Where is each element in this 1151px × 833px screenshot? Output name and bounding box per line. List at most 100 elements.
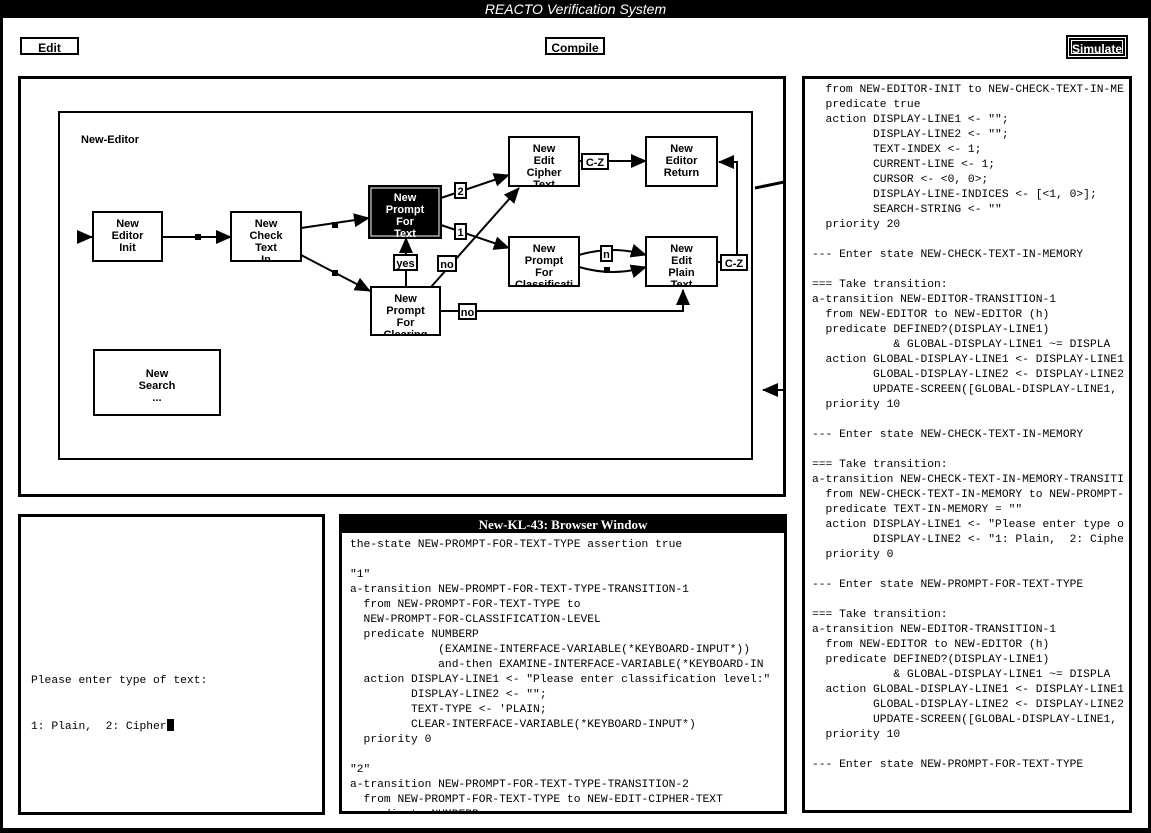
trace-line: predicate TEXT-IN-MEMORY = "" bbox=[812, 504, 1023, 516]
browser-line: action DISPLAY-LINE1 <- "Please enter cl… bbox=[350, 674, 771, 686]
trace-line: a-transition NEW-EDITOR-TRANSITION-1 bbox=[812, 624, 1057, 636]
trace-line: === Take transition: bbox=[812, 609, 948, 621]
console-line-1: Please enter type of text: bbox=[31, 675, 208, 687]
trace-line bbox=[812, 263, 1124, 278]
edit-button[interactable]: Edit bbox=[20, 37, 79, 55]
trace-line: CURRENT-LINE <- 1; bbox=[812, 159, 996, 171]
state-prompt-clearing[interactable]: NewPromptForClearing bbox=[370, 286, 441, 341]
trace-line: CURSOR <- <0, 0>; bbox=[812, 174, 989, 186]
svg-text:no: no bbox=[440, 259, 454, 271]
trace-line bbox=[812, 743, 1124, 758]
trace-line: priority 10 bbox=[812, 729, 901, 741]
edge-label-cz-right[interactable]: C-Z bbox=[720, 254, 748, 271]
state-label-line: New bbox=[394, 293, 417, 305]
trace-line: === Take transition: bbox=[812, 279, 948, 291]
state-container-label: New-Editor bbox=[81, 134, 140, 146]
state-label-line: Editor bbox=[666, 155, 698, 167]
trace-line: UPDATE-SCREEN([GLOBAL-DISPLAY-LINE1, bbox=[812, 384, 1118, 396]
state-label-line: New bbox=[394, 192, 417, 204]
state-label-line: Clearing bbox=[383, 329, 427, 341]
trace-line: action GLOBAL-DISPLAY-LINE1 <- DISPLAY-L… bbox=[812, 354, 1124, 366]
svg-text:yes: yes bbox=[396, 258, 414, 270]
browser-line: CLEAR-INTERFACE-VARIABLE(*KEYBOARD-INPUT… bbox=[350, 719, 696, 731]
trace-line: from NEW-EDITOR to NEW-EDITOR (h) bbox=[812, 309, 1050, 321]
trace-line bbox=[812, 413, 1124, 428]
browser-line: predicate NUMBERP bbox=[350, 629, 479, 641]
simulation-trace-content[interactable]: from NEW-EDITOR-INIT to NEW-CHECK-TEXT-I… bbox=[812, 83, 1124, 773]
state-label-line: Text bbox=[671, 279, 693, 291]
trace-line: === Take transition: bbox=[812, 459, 948, 471]
state-label-line: ... bbox=[152, 392, 161, 404]
edge-label-n[interactable]: n bbox=[600, 245, 613, 262]
browser-line: and-then EXAMINE-INTERFACE-VARIABLE(*KEY… bbox=[350, 659, 764, 671]
state-label-line: For bbox=[396, 216, 414, 228]
trace-line: GLOBAL-DISPLAY-LINE2 <- DISPLAY-LINE2 bbox=[812, 369, 1124, 381]
trace-line: & GLOBAL-DISPLAY-LINE1 ~= DISPLA bbox=[812, 339, 1111, 351]
console-pane[interactable]: Please enter type of text: 1: Plain, 2: … bbox=[18, 514, 325, 815]
state-label-line: Plain bbox=[668, 267, 695, 279]
simulation-trace-pane[interactable]: from NEW-EDITOR-INIT to NEW-CHECK-TEXT-I… bbox=[802, 76, 1132, 813]
browser-line: "2" bbox=[350, 764, 371, 776]
trace-line: a-transition NEW-CHECK-TEXT-IN-MEMORY-TR… bbox=[812, 474, 1124, 486]
browser-line: DISPLAY-LINE2 <- ""; bbox=[350, 689, 547, 701]
browser-line: "1" bbox=[350, 569, 371, 581]
trace-line: DISPLAY-LINE-INDICES <- [<1, 0>]; bbox=[812, 189, 1097, 201]
state-label-line: Text bbox=[394, 228, 416, 240]
trace-line: predicate DEFINED?(DISPLAY-LINE1) bbox=[812, 324, 1050, 336]
trace-line: TEXT-INDEX <- 1; bbox=[812, 144, 982, 156]
trace-line: DISPLAY-LINE2 <- ""; bbox=[812, 129, 1009, 141]
state-label-line: Edit bbox=[534, 155, 555, 167]
state-search[interactable]: NewSearch... bbox=[93, 349, 221, 416]
edge-label-cz-top[interactable]: C-Z bbox=[581, 153, 609, 170]
state-label-line: Prompt bbox=[525, 255, 564, 267]
edge-label-1[interactable]: 1 bbox=[454, 223, 467, 240]
edge-exit-right bbox=[754, 180, 783, 190]
state-label-line: New bbox=[670, 243, 693, 255]
browser-line: from NEW-PROMPT-FOR-TEXT-TYPE to NEW-EDI… bbox=[350, 794, 723, 806]
browser-line: a-transition NEW-PROMPT-FOR-TEXT-TYPE-TR… bbox=[350, 584, 689, 596]
console-input-text: 1: Plain, 2: Cipher bbox=[31, 721, 167, 733]
compile-button[interactable]: Compile bbox=[545, 37, 605, 55]
browser-line: (EXAMINE-INTERFACE-VARIABLE(*KEYBOARD-IN… bbox=[350, 644, 750, 656]
edge-label-no-up[interactable]: no bbox=[437, 255, 457, 272]
console-line-2[interactable]: 1: Plain, 2: Cipher bbox=[31, 719, 207, 735]
edge-midpoint bbox=[332, 270, 338, 276]
browser-line: NEW-PROMPT-FOR-CLASSIFICATION-LEVEL bbox=[350, 614, 601, 626]
state-label-line: Return bbox=[664, 167, 700, 179]
edge-label-no-right[interactable]: no bbox=[458, 303, 477, 320]
edge-prompt-text-to-cipher bbox=[440, 173, 510, 199]
browser-line bbox=[350, 748, 770, 763]
edge-midpoint bbox=[604, 267, 610, 273]
state-label-line: For bbox=[397, 317, 415, 329]
edge-midpoint bbox=[195, 234, 201, 240]
svg-text:C-Z: C-Z bbox=[725, 258, 744, 270]
trace-line: priority 20 bbox=[812, 219, 901, 231]
svg-text:n: n bbox=[603, 249, 610, 261]
browser-content[interactable]: the-state NEW-PROMPT-FOR-TEXT-TYPE asser… bbox=[350, 538, 771, 811]
simulate-button[interactable]: Simulate bbox=[1066, 35, 1128, 59]
state-label-line: New bbox=[255, 218, 278, 230]
trace-line: UPDATE-SCREEN([GLOBAL-DISPLAY-LINE1, bbox=[812, 714, 1118, 726]
browser-line bbox=[350, 553, 770, 568]
state-label-line: Check bbox=[249, 230, 283, 242]
trace-line bbox=[812, 443, 1124, 458]
trace-line: from NEW-EDITOR-INIT to NEW-CHECK-TEXT-I… bbox=[812, 84, 1124, 96]
browser-line: TEXT-TYPE <- 'PLAIN; bbox=[350, 704, 547, 716]
browser-window[interactable]: New-KL-43: Browser Window the-state NEW-… bbox=[339, 514, 787, 814]
browser-line: priority 0 bbox=[350, 734, 432, 746]
edge-label-yes[interactable]: yes bbox=[393, 254, 418, 271]
edge-label-2[interactable]: 2 bbox=[454, 182, 467, 199]
trace-line bbox=[812, 593, 1124, 608]
browser-window-title: New-KL-43: Browser Window bbox=[342, 517, 784, 533]
browser-line: from NEW-PROMPT-FOR-TEXT-TYPE to bbox=[350, 599, 581, 611]
state-label-line: New bbox=[146, 368, 169, 380]
